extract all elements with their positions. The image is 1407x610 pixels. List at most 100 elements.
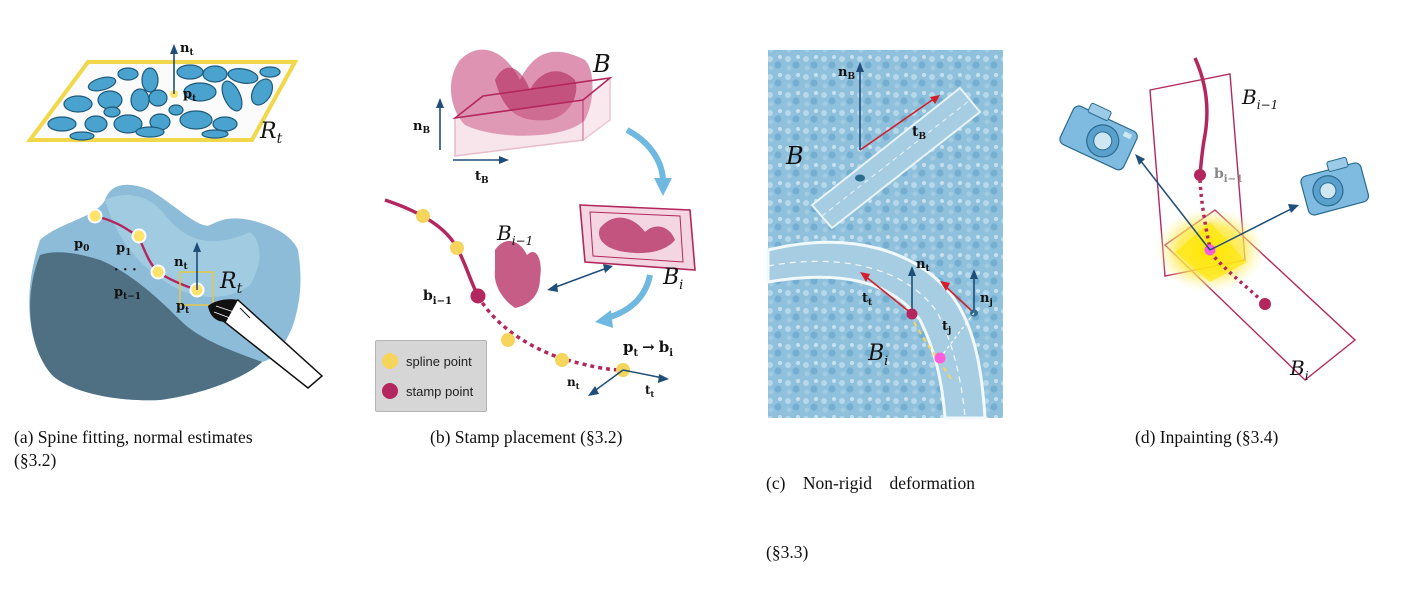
caption-d-text: (d) Inpainting (§3.4) — [1135, 427, 1279, 447]
legend-spline-label: spline point — [406, 353, 472, 369]
legend-stamp-label: stamp point — [406, 383, 474, 399]
spline-points — [416, 209, 630, 377]
transform-arrowhead-1 — [654, 178, 672, 196]
n-B-arrowhead — [436, 98, 444, 108]
double-arrow — [552, 267, 608, 289]
label-B-i: Bi — [1289, 356, 1309, 383]
curved-road-lane — [767, 260, 966, 419]
label-p1: p1 — [116, 241, 131, 258]
caption-a-line2: (§3.2) — [14, 450, 57, 470]
label-p-to-b: pt→bi — [623, 338, 673, 359]
panel-a-figure: nt pt Rt p0 p1 · · · pt−1 pt nt Rt — [26, 41, 324, 401]
panel-c: nB tB B nt tt nj tj Bi (c) Non-rigid def… — [730, 0, 1035, 562]
normal-j-head — [970, 269, 978, 279]
label-p-t: pt — [183, 87, 197, 104]
source-normal-head — [856, 62, 864, 72]
tangent-j-head — [940, 281, 950, 291]
legend: spline point stamp point — [375, 340, 487, 412]
spine-point-p0 — [87, 208, 103, 224]
curved-road — [766, 240, 987, 420]
source-tangent — [859, 97, 936, 151]
spine-point-pt1 — [150, 264, 166, 280]
camera-left-icon — [1059, 102, 1138, 171]
label-t-B: tB — [475, 169, 489, 186]
spine-points — [87, 208, 205, 298]
caption-c: (c) Non-rigid deformation (§3.3) — [766, 426, 1031, 610]
legend-stamp: stamp point — [382, 381, 473, 401]
label-B-i1: Bi−1 — [496, 221, 533, 248]
n-t-arrow — [592, 369, 624, 393]
caption-d: (d) Inpainting (§3.4) — [1135, 426, 1355, 449]
label-n-t-2: nt — [174, 255, 188, 272]
source-tangent-head — [930, 95, 940, 104]
normal-arrowhead-2 — [193, 242, 201, 252]
camera-ray-left — [1139, 159, 1211, 251]
gaussian-ellipses — [47, 64, 281, 141]
label-n-B: nB — [838, 65, 855, 82]
label-B-i: Bi — [867, 341, 888, 369]
camera-ray-right — [1209, 207, 1294, 251]
spline-solid — [384, 198, 480, 297]
panel-a: nt pt Rt p0 p1 · · · pt−1 pt nt Rt — [0, 0, 345, 485]
stamp-point-next — [1259, 298, 1271, 310]
label-b-i1: bi−1 — [423, 288, 452, 307]
spline-dotted — [476, 295, 624, 372]
label-n-j: nj — [980, 291, 993, 308]
caption-a-line1: (a) Spine fitting, normal estimates — [14, 427, 253, 447]
source-road-lane — [821, 99, 971, 217]
transform-arrowhead-2 — [595, 310, 613, 328]
label-t-t: tt — [862, 291, 873, 308]
t-B-arrowhead — [499, 156, 509, 164]
stamp-point-swatch — [382, 383, 398, 399]
label-B: B — [785, 142, 804, 170]
label-t-B: tB — [912, 124, 926, 142]
label-B: B — [592, 50, 611, 78]
t-t-arrow — [622, 369, 664, 379]
tangent-t — [864, 275, 913, 315]
t-t-arrowhead — [658, 374, 669, 383]
label-pt: pt — [176, 299, 190, 316]
label-B-i1: Bi−1 — [1241, 85, 1278, 112]
tangent-j — [943, 284, 975, 314]
deformed-spline — [909, 313, 953, 381]
stamp-point — [470, 288, 486, 304]
caption-c-line2: (§3.3) — [766, 542, 809, 562]
label-R-t-2: Rt — [219, 269, 243, 297]
panel-c-figure: nB tB B nt tt nj tj Bi — [766, 50, 1003, 420]
label-p0: p0 — [74, 237, 89, 254]
camera-right-icon — [1300, 156, 1370, 216]
previous-stamp — [494, 240, 541, 308]
paintbrush-icon — [208, 299, 324, 389]
transformed-stamp-box — [579, 204, 696, 271]
label-dots: · · · — [114, 263, 137, 278]
camera-ray-right-head — [1288, 204, 1299, 213]
label-n-B: nB — [413, 119, 430, 136]
panel-d-figure: Bi−1 Bi bi−1 — [1059, 57, 1370, 383]
stamp-point-prev — [1194, 169, 1206, 181]
spline-point — [555, 353, 569, 367]
spline-point — [416, 209, 430, 223]
camera-ray-left-head — [1135, 154, 1145, 165]
caption-a: (a) Spine fitting, normal estimates (§3.… — [14, 426, 339, 472]
label-n-t: nt — [567, 375, 580, 391]
caption-b-text: (b) Stamp placement (§3.2) — [430, 427, 623, 447]
n-t-arrowhead — [588, 386, 599, 396]
spline-point-swatch — [382, 353, 398, 369]
panel-b: B nB tB Bi Bi−1 — [345, 0, 730, 485]
label-t-t: tt — [645, 383, 655, 399]
transform-arrow-1 — [625, 127, 666, 183]
label-B-i: Bi — [662, 265, 683, 293]
tangent-t-head — [860, 272, 870, 282]
stamp-point — [906, 308, 918, 320]
label-R-t: Rt — [259, 119, 283, 147]
projected-point — [934, 352, 946, 364]
transform-arrow-2 — [606, 274, 653, 321]
label-n-t: nt — [916, 257, 930, 274]
legend-spline: spline point — [382, 351, 472, 371]
caption-c-line1: (c) Non-rigid deformation — [766, 473, 975, 493]
normal-t-head — [908, 266, 916, 276]
spline-point — [501, 333, 515, 347]
normal-arrowhead — [170, 44, 178, 54]
caption-b: (b) Stamp placement (§3.2) — [430, 426, 690, 449]
label-n-t: nt — [180, 41, 194, 58]
